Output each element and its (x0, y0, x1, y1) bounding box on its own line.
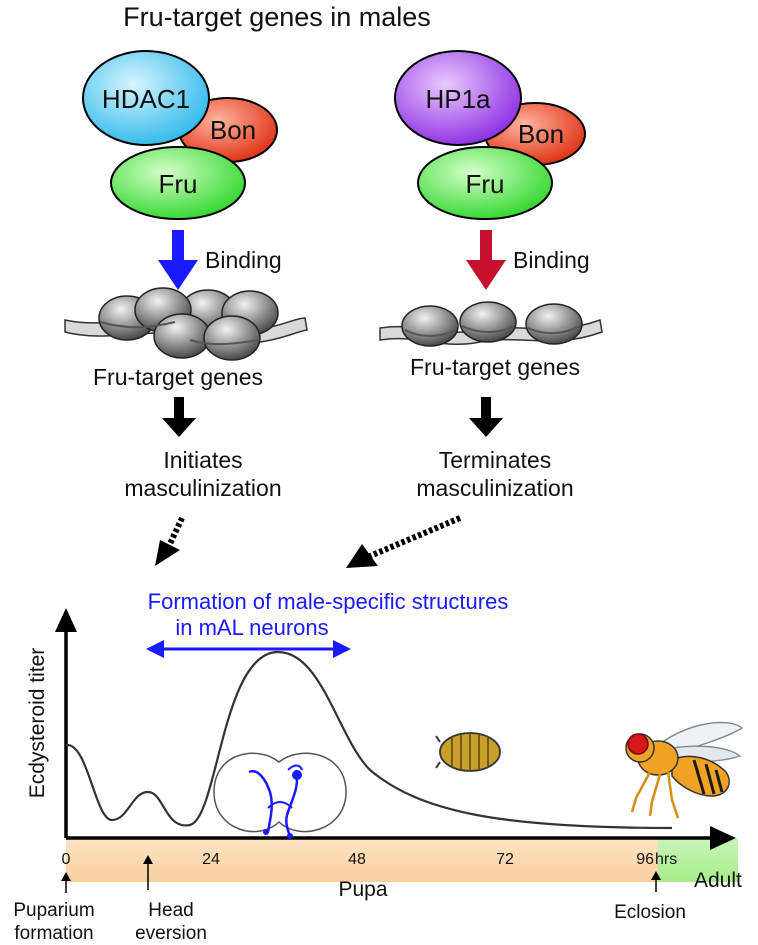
bon-label-right: Bon (518, 119, 564, 149)
event-puparium-line1: Puparium (13, 900, 94, 921)
adult-band (658, 838, 738, 882)
brain-mal-neurons-icon (213, 752, 347, 839)
down-arrow-left (162, 397, 196, 437)
y-axis-label: Ecdysteroid titer (26, 648, 49, 799)
right-complex: HP1a Bon Fru Binding Fru-target genes Te… (346, 50, 603, 568)
event-eclosion: Eclosion (614, 902, 686, 923)
y-axis-arrowhead (55, 608, 77, 632)
diagram-title: Fru-target genes in males (123, 2, 431, 32)
x-axis-arrowhead (710, 826, 736, 850)
event-arrow-eclosion-head (651, 871, 661, 880)
fru-label-right: Fru (466, 169, 505, 199)
event-head-line2: eversion (135, 923, 207, 944)
dashed-arrow-left-head (155, 540, 180, 566)
outcome-right-line2: masculinization (416, 475, 573, 501)
tick-24: 24 (202, 851, 220, 868)
event-arrow-head-eversion-head (143, 855, 153, 864)
genes-label-right: Fru-target genes (410, 354, 580, 380)
hp1a-label: HP1a (425, 84, 491, 114)
left-complex: HDAC1 Bon Fru Binding Fru-target genes I… (64, 50, 308, 566)
dashed-arrow-right (368, 515, 462, 559)
dashed-arrow-right-head (346, 544, 378, 568)
outcome-left-line2: masculinization (124, 475, 281, 501)
event-head-line1: Head (148, 900, 193, 921)
fru-label-left: Fru (159, 169, 198, 199)
open-chromatin (379, 301, 603, 347)
binding-arrow-red (466, 230, 506, 290)
dashed-arrow-left (165, 516, 185, 550)
formation-arrow-right-head (333, 640, 351, 658)
hdac1-label: HDAC1 (102, 84, 190, 114)
formation-line2: in mAL neurons (175, 615, 328, 640)
binding-label-right: Binding (513, 247, 590, 273)
pupa-band (66, 838, 658, 882)
hp1a-protein (394, 50, 522, 146)
genes-label-left: Fru-target genes (93, 364, 263, 390)
event-arrow-puparium-head (61, 872, 71, 881)
event-puparium-line2: formation (14, 923, 93, 944)
stage-adult: Adult (694, 869, 742, 892)
tick-unit: hrs (655, 851, 677, 868)
tick-48: 48 (348, 851, 366, 868)
outcome-right-line1: Terminates (439, 447, 551, 473)
adult-fly-icon (625, 721, 744, 819)
down-arrow-right (469, 397, 503, 437)
tick-72: 72 (496, 851, 514, 868)
compact-chromatin (64, 287, 308, 361)
fru-protein-left (110, 146, 246, 220)
binding-arrow-blue (158, 230, 198, 290)
tick-0: 0 (62, 851, 71, 868)
timeline-panel: Ecdysteroid titer 0 24 48 72 96 hrs Pupa… (13, 589, 744, 944)
formation-line1: Formation of male-specific structures (148, 589, 509, 614)
formation-arrow-left-head (146, 640, 164, 658)
outcome-left-line1: Initiates (163, 447, 242, 473)
stage-pupa: Pupa (338, 878, 387, 901)
tick-96: 96 (636, 851, 654, 868)
hdac1-protein (82, 50, 210, 146)
ecdysteroid-curve (65, 650, 673, 830)
bon-label-left: Bon (210, 115, 256, 145)
pupa-icon (435, 732, 501, 772)
binding-label-left: Binding (205, 247, 282, 273)
fru-protein-right (417, 146, 553, 220)
